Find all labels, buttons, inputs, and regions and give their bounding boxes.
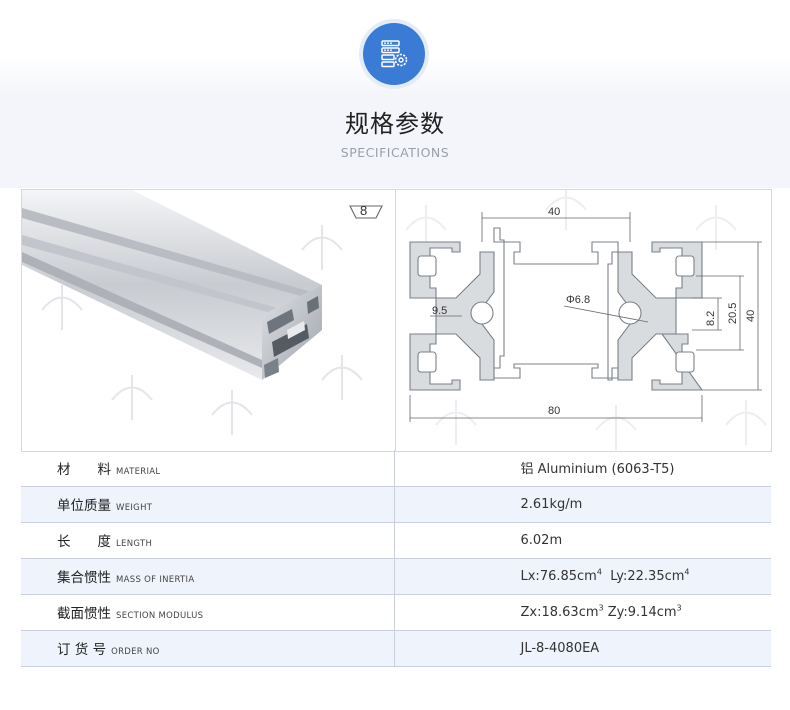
spec-key-cn: 材 料 xyxy=(57,461,111,478)
spec-key-cn: 长 度 xyxy=(57,534,111,550)
spec-value-exponent: 3 xyxy=(598,603,604,613)
spec-table: 材 料 MATERIAL 铝 Aluminium (6063-T5) 单位质量 WE… xyxy=(21,450,771,667)
spec-key-cn: 集合惯性 xyxy=(57,570,111,586)
aluminium-profile-photo xyxy=(22,190,363,435)
header-badge xyxy=(363,23,425,85)
spec-key-cn: 单位质量 xyxy=(57,498,111,514)
slot-size-label: 8 xyxy=(360,203,368,218)
dim-8-2: 8.2 xyxy=(705,311,717,326)
cross-section-drawing: 40 80 9.5 Φ6.8 8.2 20.5 40 xyxy=(405,190,767,450)
spec-key-en: MATERIAL xyxy=(116,466,161,477)
spec-row-weight: 单位质量 WEIGHT 2.61kg/m xyxy=(21,486,771,523)
dim-bottom-width: 80 xyxy=(548,405,560,417)
cross-section-drawing-panel: 40 80 9.5 Φ6.8 8.2 20.5 40 xyxy=(395,189,772,452)
spec-value-part: Zy:9.14cm xyxy=(603,604,677,620)
product-photo-panel: 8 xyxy=(21,189,396,452)
spec-value-exponent: 3 xyxy=(676,603,682,613)
spec-row-order-no: 订 货 号 ORDER NO JL-8-4080EA xyxy=(21,630,771,667)
spec-key-en: LENGTH xyxy=(116,539,153,549)
spec-value-part: Lx:76.85cm xyxy=(520,568,597,584)
spec-value: Lx:76.85cm4 Ly:22.35cm4 xyxy=(394,558,771,595)
spec-key-en: MASS OF INERTIA xyxy=(116,575,195,585)
dim-20-5: 20.5 xyxy=(727,303,739,324)
spec-row-material: 材 料 MATERIAL 铝 Aluminium (6063-T5) xyxy=(21,450,771,487)
spec-value-exponent: 4 xyxy=(596,567,602,577)
dim-top-width: 40 xyxy=(548,206,560,218)
spec-value: 2.61kg/m xyxy=(394,486,771,523)
spec-value: 铝 Aluminium (6063-T5) xyxy=(394,450,771,487)
spec-value: JL-8-4080EA xyxy=(394,630,771,667)
section-subtitle: SPECIFICATIONS xyxy=(340,145,450,160)
spec-value-part: Zx:18.63cm xyxy=(520,604,599,620)
spec-row-length: 长 度 LENGTH 6.02m xyxy=(21,522,771,559)
section-title: 规格参数 xyxy=(345,110,445,138)
spec-key-en: SECTION MODULUS xyxy=(116,611,204,621)
spec-sheet-gear-icon xyxy=(381,40,408,68)
spec-key-cn: 截面惯性 xyxy=(57,606,111,622)
yjin-logo-icon xyxy=(405,190,767,450)
dim-slot: 9.5 xyxy=(432,305,447,317)
spec-value: Zx:18.63cm3 Zy:9.14cm3 xyxy=(394,594,771,631)
spec-value-exponent: 4 xyxy=(684,567,690,577)
dim-height: 40 xyxy=(745,310,757,322)
slot-size-badge xyxy=(349,205,383,219)
spec-value: 6.02m xyxy=(394,522,771,559)
spec-key-en: ORDER NO xyxy=(111,647,160,657)
dim-hole: Φ6.8 xyxy=(566,294,590,306)
spec-key-en: WEIGHT xyxy=(116,503,153,513)
spec-key-cn: 订 货 号 xyxy=(57,642,107,658)
spec-value-part: Ly:22.35cm xyxy=(601,568,685,584)
